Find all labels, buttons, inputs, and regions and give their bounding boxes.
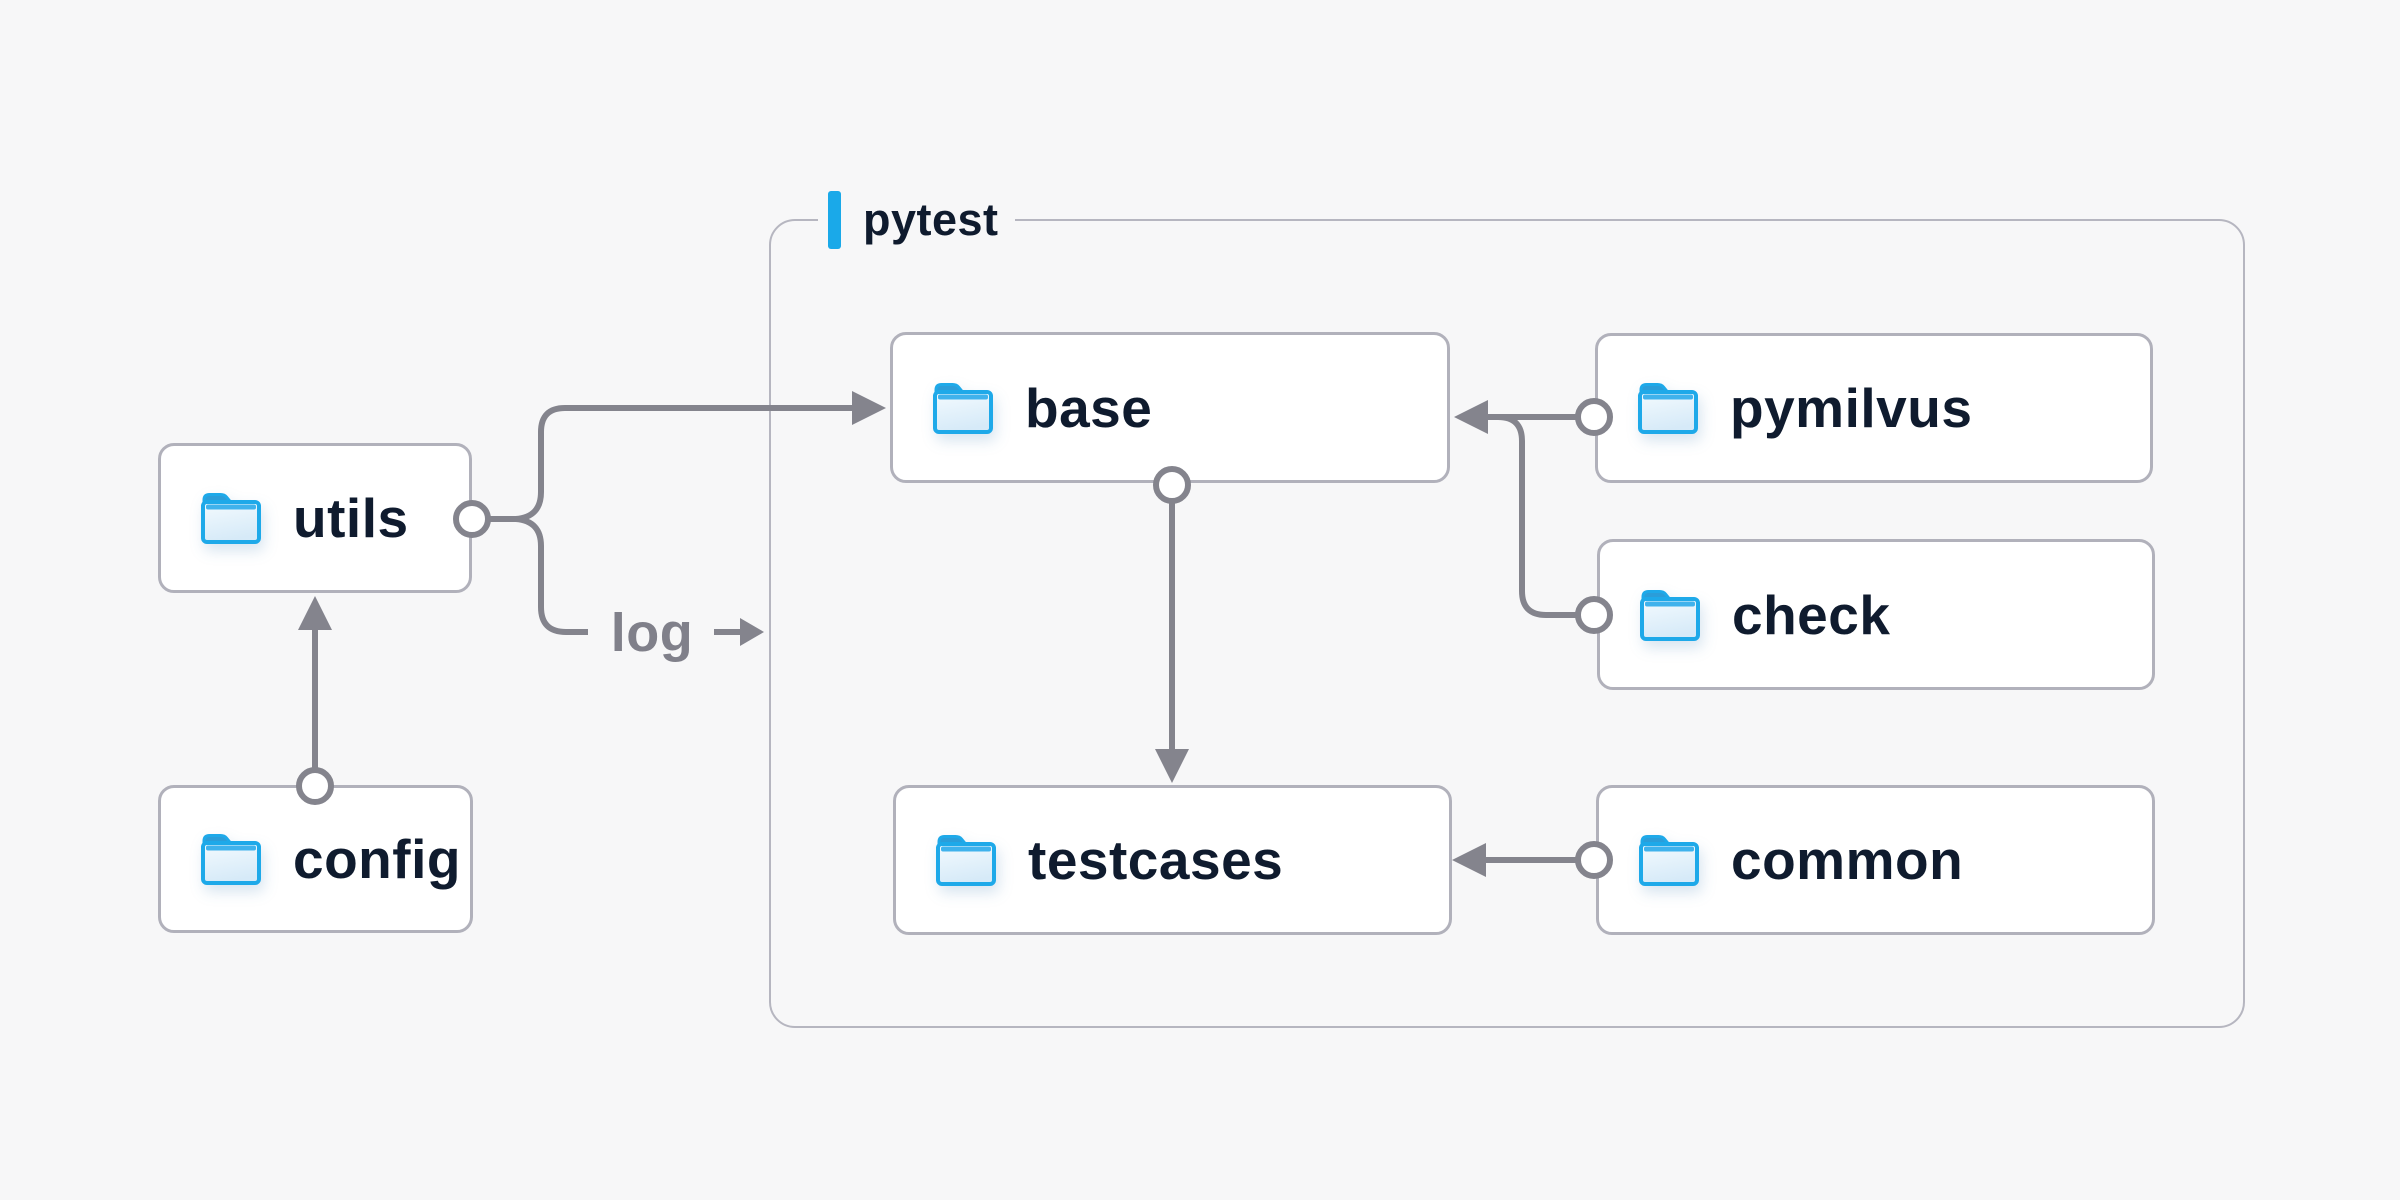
node-check: check [1597, 539, 2155, 690]
node-testcases: testcases [893, 785, 1452, 935]
folder-icon [199, 831, 263, 887]
edge-config-to-utils [296, 596, 334, 805]
node-check-label: check [1732, 583, 1891, 646]
node-pymilvus-label: pymilvus [1730, 377, 1973, 439]
arrowhead [298, 596, 332, 630]
folder-icon [931, 380, 995, 436]
accent-bar [828, 191, 841, 249]
node-common: common [1596, 785, 2155, 935]
pytest-group-container [769, 219, 2245, 1028]
node-base: base [890, 332, 1450, 483]
pytest-group-label-text: pytest [863, 194, 999, 245]
node-utils: utils [158, 443, 472, 593]
node-config-label: config [293, 828, 461, 890]
node-testcases-label: testcases [1028, 829, 1284, 891]
node-config: config [158, 785, 473, 933]
folder-icon [1638, 587, 1702, 643]
node-common-label: common [1731, 829, 1964, 891]
folder-icon [934, 832, 998, 888]
log-edge-label: log [610, 603, 694, 663]
pytest-group-label: pytest [818, 188, 1015, 252]
folder-icon [199, 490, 263, 546]
node-pymilvus: pymilvus [1595, 333, 2153, 483]
node-utils-label: utils [293, 487, 409, 549]
arrowhead [740, 618, 764, 646]
folder-icon [1636, 380, 1700, 436]
node-base-label: base [1025, 376, 1153, 439]
folder-icon [1637, 832, 1701, 888]
